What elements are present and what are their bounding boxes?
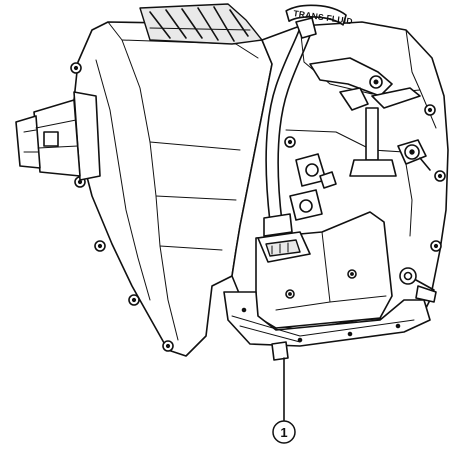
callout-number: 1: [280, 425, 287, 440]
cooler-fitting: [289, 153, 337, 221]
pressure-port: [399, 267, 437, 303]
oil-pan: [223, 291, 431, 361]
dipstick-tube: [263, 27, 313, 237]
speed-sensor: [397, 139, 431, 171]
shift-linkage: [309, 57, 421, 177]
callout-circle: [272, 420, 296, 444]
dipstick-handle: [285, 4, 347, 39]
cooling-ribs: [139, 3, 263, 45]
electrical-connector: [257, 231, 311, 263]
callout-1: 1: [272, 357, 296, 444]
axle-output-flange: [15, 91, 101, 181]
